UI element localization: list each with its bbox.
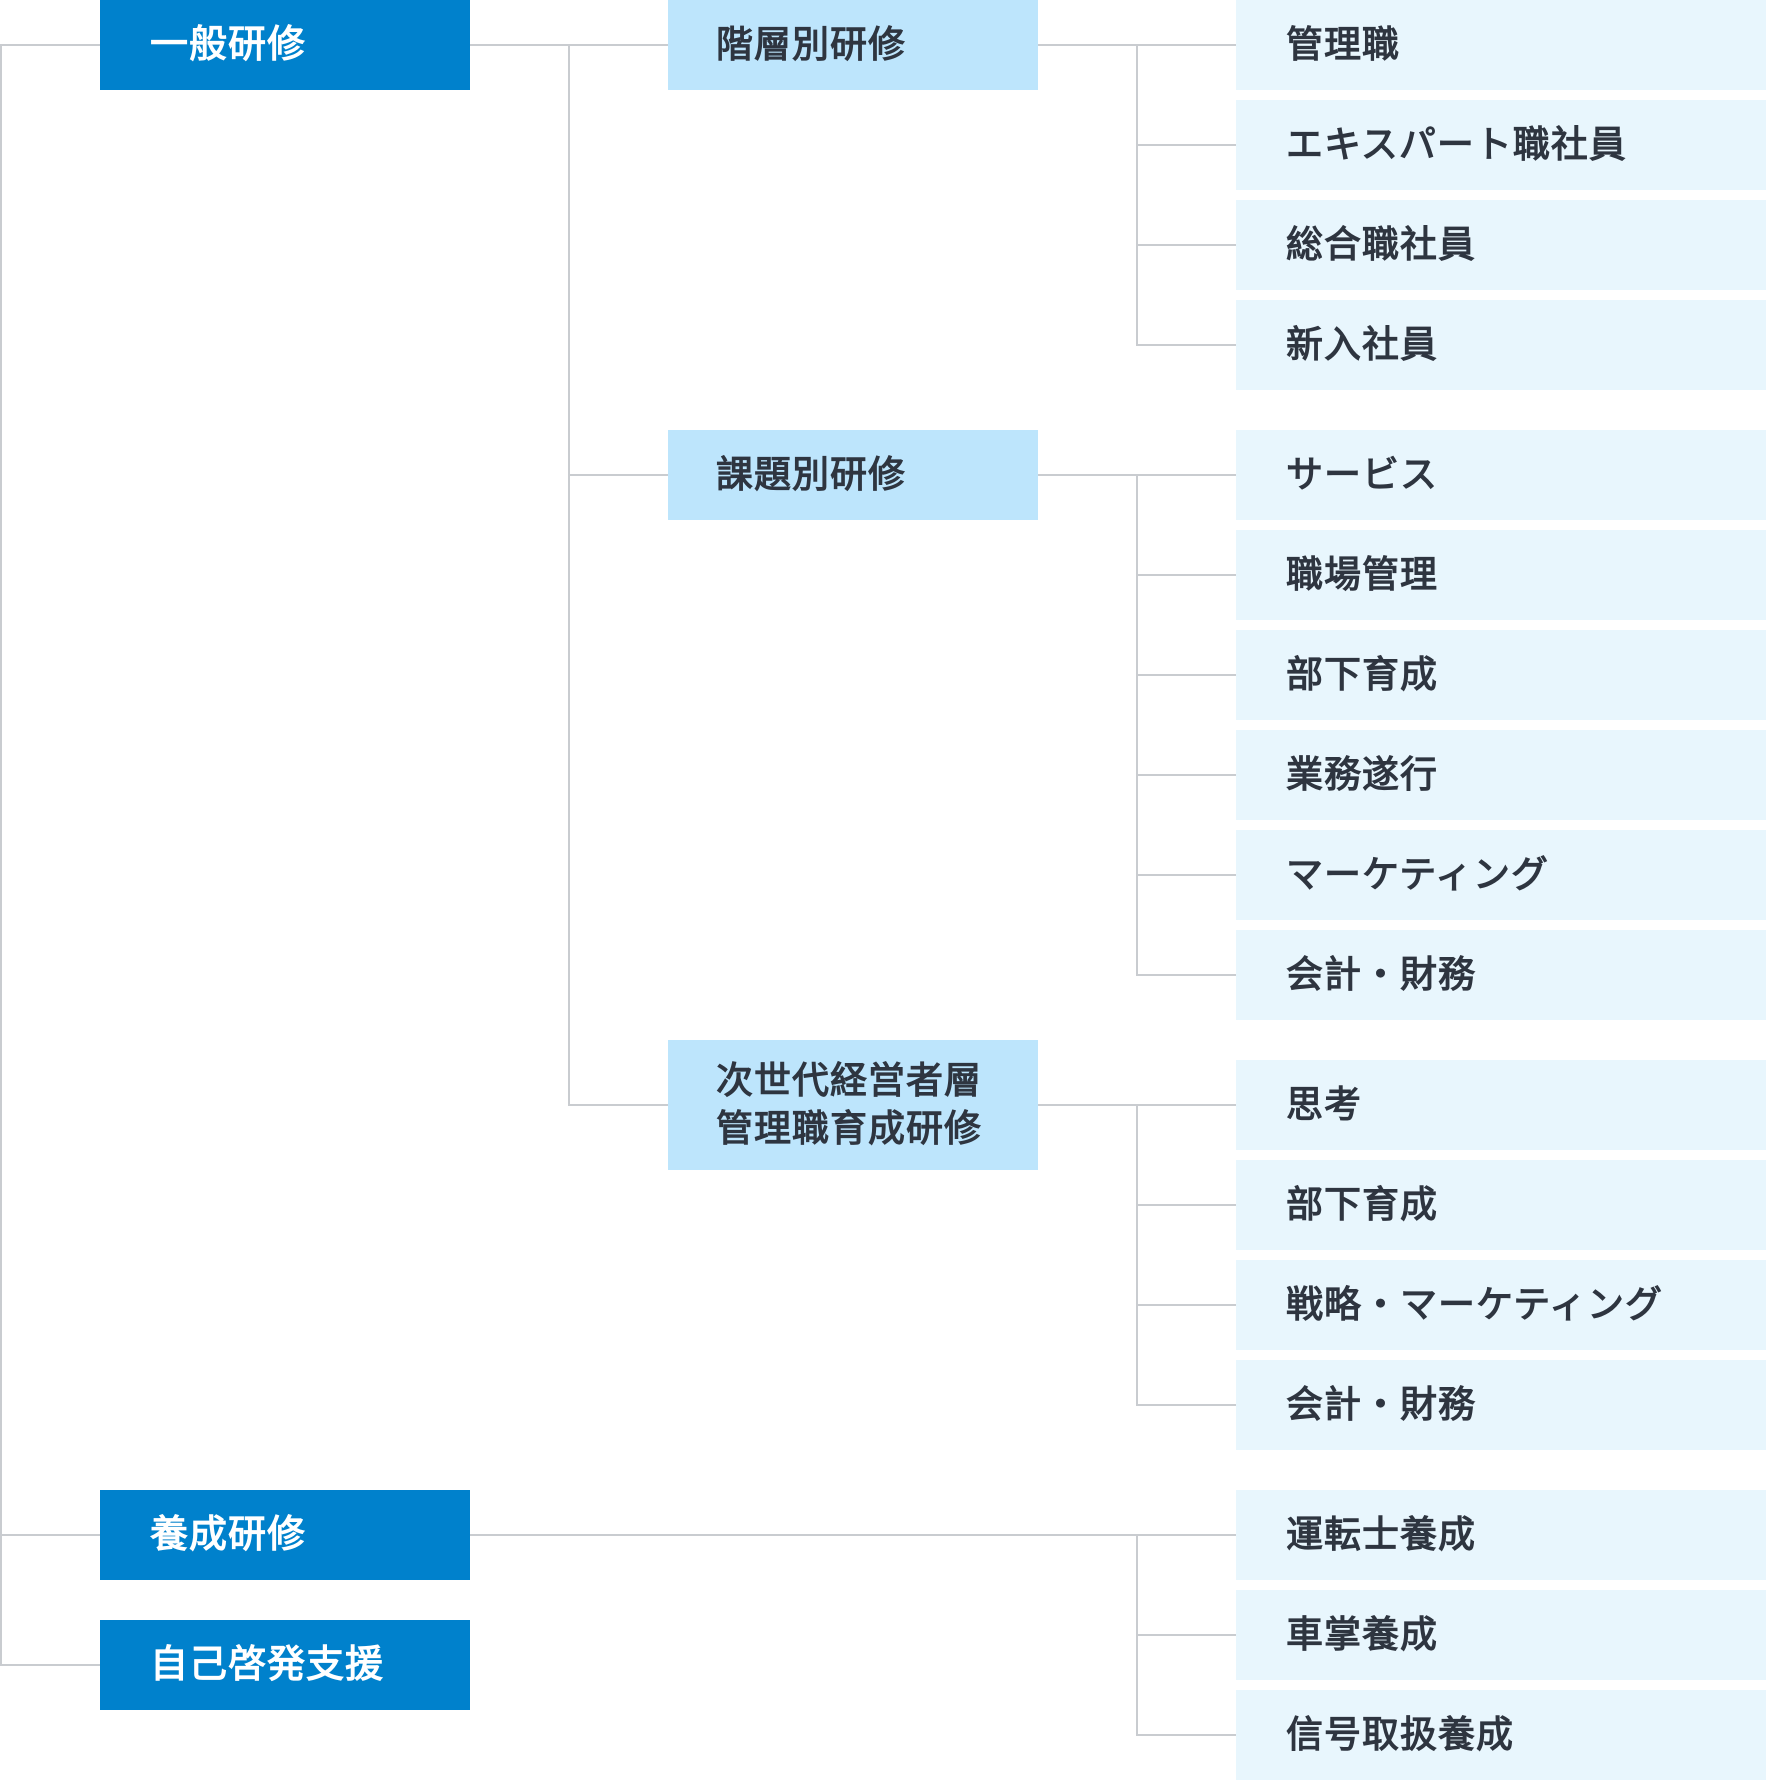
leaf-item: 業務遂行: [1236, 730, 1766, 820]
leaf-item: 管理職: [1236, 0, 1766, 90]
leaf-item: 車掌養成: [1236, 1590, 1766, 1680]
leaf-item: 運転士養成: [1236, 1490, 1766, 1580]
leaf-item: 会計・財務: [1236, 1360, 1766, 1450]
leaf-item: 信号取扱養成: [1236, 1690, 1766, 1780]
leaf-item: 部下育成: [1236, 1160, 1766, 1250]
leaf-item: 会計・財務: [1236, 930, 1766, 1020]
group-jisedai-keieisha-kenshu: 次世代経営者層 管理職育成研修: [668, 1040, 1038, 1170]
leaf-item: 総合職社員: [1236, 200, 1766, 290]
leaf-item: 戦略・マーケティング: [1236, 1260, 1766, 1350]
leaf-item: 思考: [1236, 1060, 1766, 1150]
category-yousei-kenshu: 養成研修: [100, 1490, 470, 1580]
leaf-item: 部下育成: [1236, 630, 1766, 720]
leaf-item: サービス: [1236, 430, 1766, 520]
category-ippan-kenshu: 一般研修: [100, 0, 470, 90]
category-jiko-keihatsu-shien: 自己啓発支援: [100, 1620, 470, 1710]
leaf-item: マーケティング: [1236, 830, 1766, 920]
leaf-item: エキスパート職社員: [1236, 100, 1766, 190]
leaf-item: 新入社員: [1236, 300, 1766, 390]
group-kaisoubetsu-kenshu: 階層別研修: [668, 0, 1038, 90]
leaf-item: 職場管理: [1236, 530, 1766, 620]
group-kadaibetsu-kenshu: 課題別研修: [668, 430, 1038, 520]
